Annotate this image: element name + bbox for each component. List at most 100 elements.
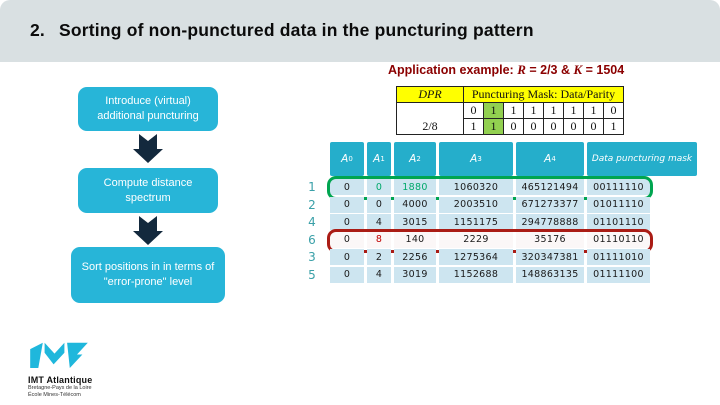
cell-mask: 01111010 xyxy=(587,249,650,265)
cell-a1: 2 xyxy=(367,249,391,265)
header-a3-base: A xyxy=(470,152,478,165)
cell-a1: 4 xyxy=(367,266,391,283)
subtitle: Application example: R = 2/3 & K = 1504 xyxy=(388,62,624,78)
logo-subline1: Bretagne-Pays de la Loire xyxy=(28,385,92,391)
cell-mask: 01101110 xyxy=(587,214,650,230)
flow-step-sort-positions: Sort positions in in terms of "error-pro… xyxy=(71,247,225,303)
row-order-label: 6 xyxy=(308,232,316,247)
subtitle-tail: = 1504 xyxy=(582,63,625,77)
cell-a2: 4000 xyxy=(394,196,436,213)
cell-a2: 2256 xyxy=(394,249,436,265)
cell-a4: 148863135 xyxy=(516,266,584,283)
flow-step-introduce-puncturing: Introduce (virtual) additional puncturin… xyxy=(78,87,218,131)
subtitle-mid: = 2/3 & xyxy=(525,63,574,77)
cell-mask: 01110110 xyxy=(587,231,650,248)
cell-a3: 1152688 xyxy=(439,266,513,283)
mask-bit: 0 xyxy=(503,118,524,135)
mask-header: Puncturing Mask: Data/Parity xyxy=(463,86,624,103)
mask-bit-highlighted: 1 xyxy=(483,118,504,135)
rate-cell: 2/8 xyxy=(396,102,464,135)
mask-bit: 0 xyxy=(583,118,604,135)
mask-bit: 0 xyxy=(543,118,564,135)
cell-a3: 2003510 xyxy=(439,196,513,213)
subtitle-prefix: Application example: xyxy=(388,63,518,77)
title-bar: 2. Sorting of non-punctured data in the … xyxy=(0,0,720,62)
cell-a4: 294778888 xyxy=(516,214,584,230)
cell-a3: 1060320 xyxy=(439,179,513,195)
row-order-label: 5 xyxy=(308,267,316,282)
flow-step-compute-spectrum: Compute distance spectrum xyxy=(78,168,218,213)
header-a2-sub: 2 xyxy=(416,154,421,163)
header-a1-base: A xyxy=(373,152,381,165)
cell-a3: 1275364 xyxy=(439,249,513,265)
header-a0-sub: 0 xyxy=(348,154,353,163)
header-a1-sub: 1 xyxy=(380,154,385,163)
cell-a2: 3019 xyxy=(394,266,436,283)
down-arrow-icon xyxy=(133,134,163,163)
cell-a4: 465121494 xyxy=(516,179,584,195)
cell-a3: 1151175 xyxy=(439,214,513,230)
row-order-label: 4 xyxy=(308,215,316,229)
mask-bit: 1 xyxy=(463,118,484,135)
row-order-label: 3 xyxy=(308,250,316,264)
puncturing-mask-table: DPR Puncturing Mask: Data/Parity 2/8 0 1… xyxy=(396,86,624,135)
cell-a4: 671273377 xyxy=(516,196,584,213)
cell-a0: 0 xyxy=(330,179,364,195)
logo-name: IMT Atlantique xyxy=(28,375,93,385)
cell-a1: 4 xyxy=(367,214,391,230)
mask-bit: 1 xyxy=(603,118,624,135)
cell-a1: 8 xyxy=(367,231,391,248)
header-a4-base: A xyxy=(544,152,552,165)
table-row: 2 0 0 4000 2003510 671273377 01011110 xyxy=(302,196,702,213)
mask-bit: 0 xyxy=(523,118,544,135)
down-arrow-icon xyxy=(133,216,163,245)
title-text: Sorting of non-punctured data in the pun… xyxy=(59,20,534,40)
mask-bit: 0 xyxy=(463,102,484,119)
mask-bit: 1 xyxy=(583,102,604,119)
mask-bit: 1 xyxy=(543,102,564,119)
mask-bit: 0 xyxy=(603,102,624,119)
page-title: 2. Sorting of non-punctured data in the … xyxy=(30,20,534,41)
dpr-header: DPR xyxy=(396,86,464,103)
subtitle-var-r: R xyxy=(517,62,526,77)
row-order-label: 2 xyxy=(308,197,316,212)
cell-a0: 0 xyxy=(330,266,364,283)
cell-a2: 1880 xyxy=(394,179,436,195)
cell-a2: 140 xyxy=(394,231,436,248)
data-mask-row: 2/8 0 1 1 1 1 1 1 0 xyxy=(396,102,624,135)
cell-a1: 0 xyxy=(367,196,391,213)
cell-a4: 35176 xyxy=(516,231,584,248)
cell-a4: 320347381 xyxy=(516,249,584,265)
title-number: 2. xyxy=(30,20,45,40)
table-row: DPR Puncturing Mask: Data/Parity xyxy=(396,86,624,103)
header-a0-base: A xyxy=(341,152,349,165)
cell-a0: 0 xyxy=(330,214,364,230)
table-row: 6 0 8 140 2229 35176 01110110 xyxy=(302,228,702,253)
parity-mask-row: 1 1 0 0 0 0 0 1 xyxy=(397,118,624,135)
table-row: 3 0 2 2256 1275364 320347381 01111010 xyxy=(302,249,702,265)
mask-bit: 1 xyxy=(523,102,544,119)
table-row: 1 0 0 1880 1060320 465121494 00111110 xyxy=(302,176,702,200)
logo-subline2: École Mines-Télécom xyxy=(28,391,81,398)
header-a2-base: A xyxy=(409,152,417,165)
header-data-puncturing-mask: Data puncturing mask xyxy=(587,142,697,176)
cell-a0: 0 xyxy=(330,249,364,265)
imt-logo-icon xyxy=(30,342,88,368)
mask-bit: 0 xyxy=(563,118,584,135)
header-a3-sub: 3 xyxy=(477,154,482,163)
cell-mask: 01011110 xyxy=(587,196,650,213)
cell-a2: 3015 xyxy=(394,214,436,230)
cell-mask: 00111110 xyxy=(587,179,650,195)
cell-a0: 0 xyxy=(330,231,364,248)
mask-bit: 1 xyxy=(563,102,584,119)
cell-a1: 0 xyxy=(367,179,391,195)
subtitle-var-k: K xyxy=(573,62,583,77)
cell-mask: 01111100 xyxy=(587,266,650,283)
imt-atlantique-logo: IMT Atlantique Bretagne-Pays de la Loire… xyxy=(28,341,148,399)
table-row: 5 0 4 3019 1152688 148863135 01111100 xyxy=(302,266,702,283)
